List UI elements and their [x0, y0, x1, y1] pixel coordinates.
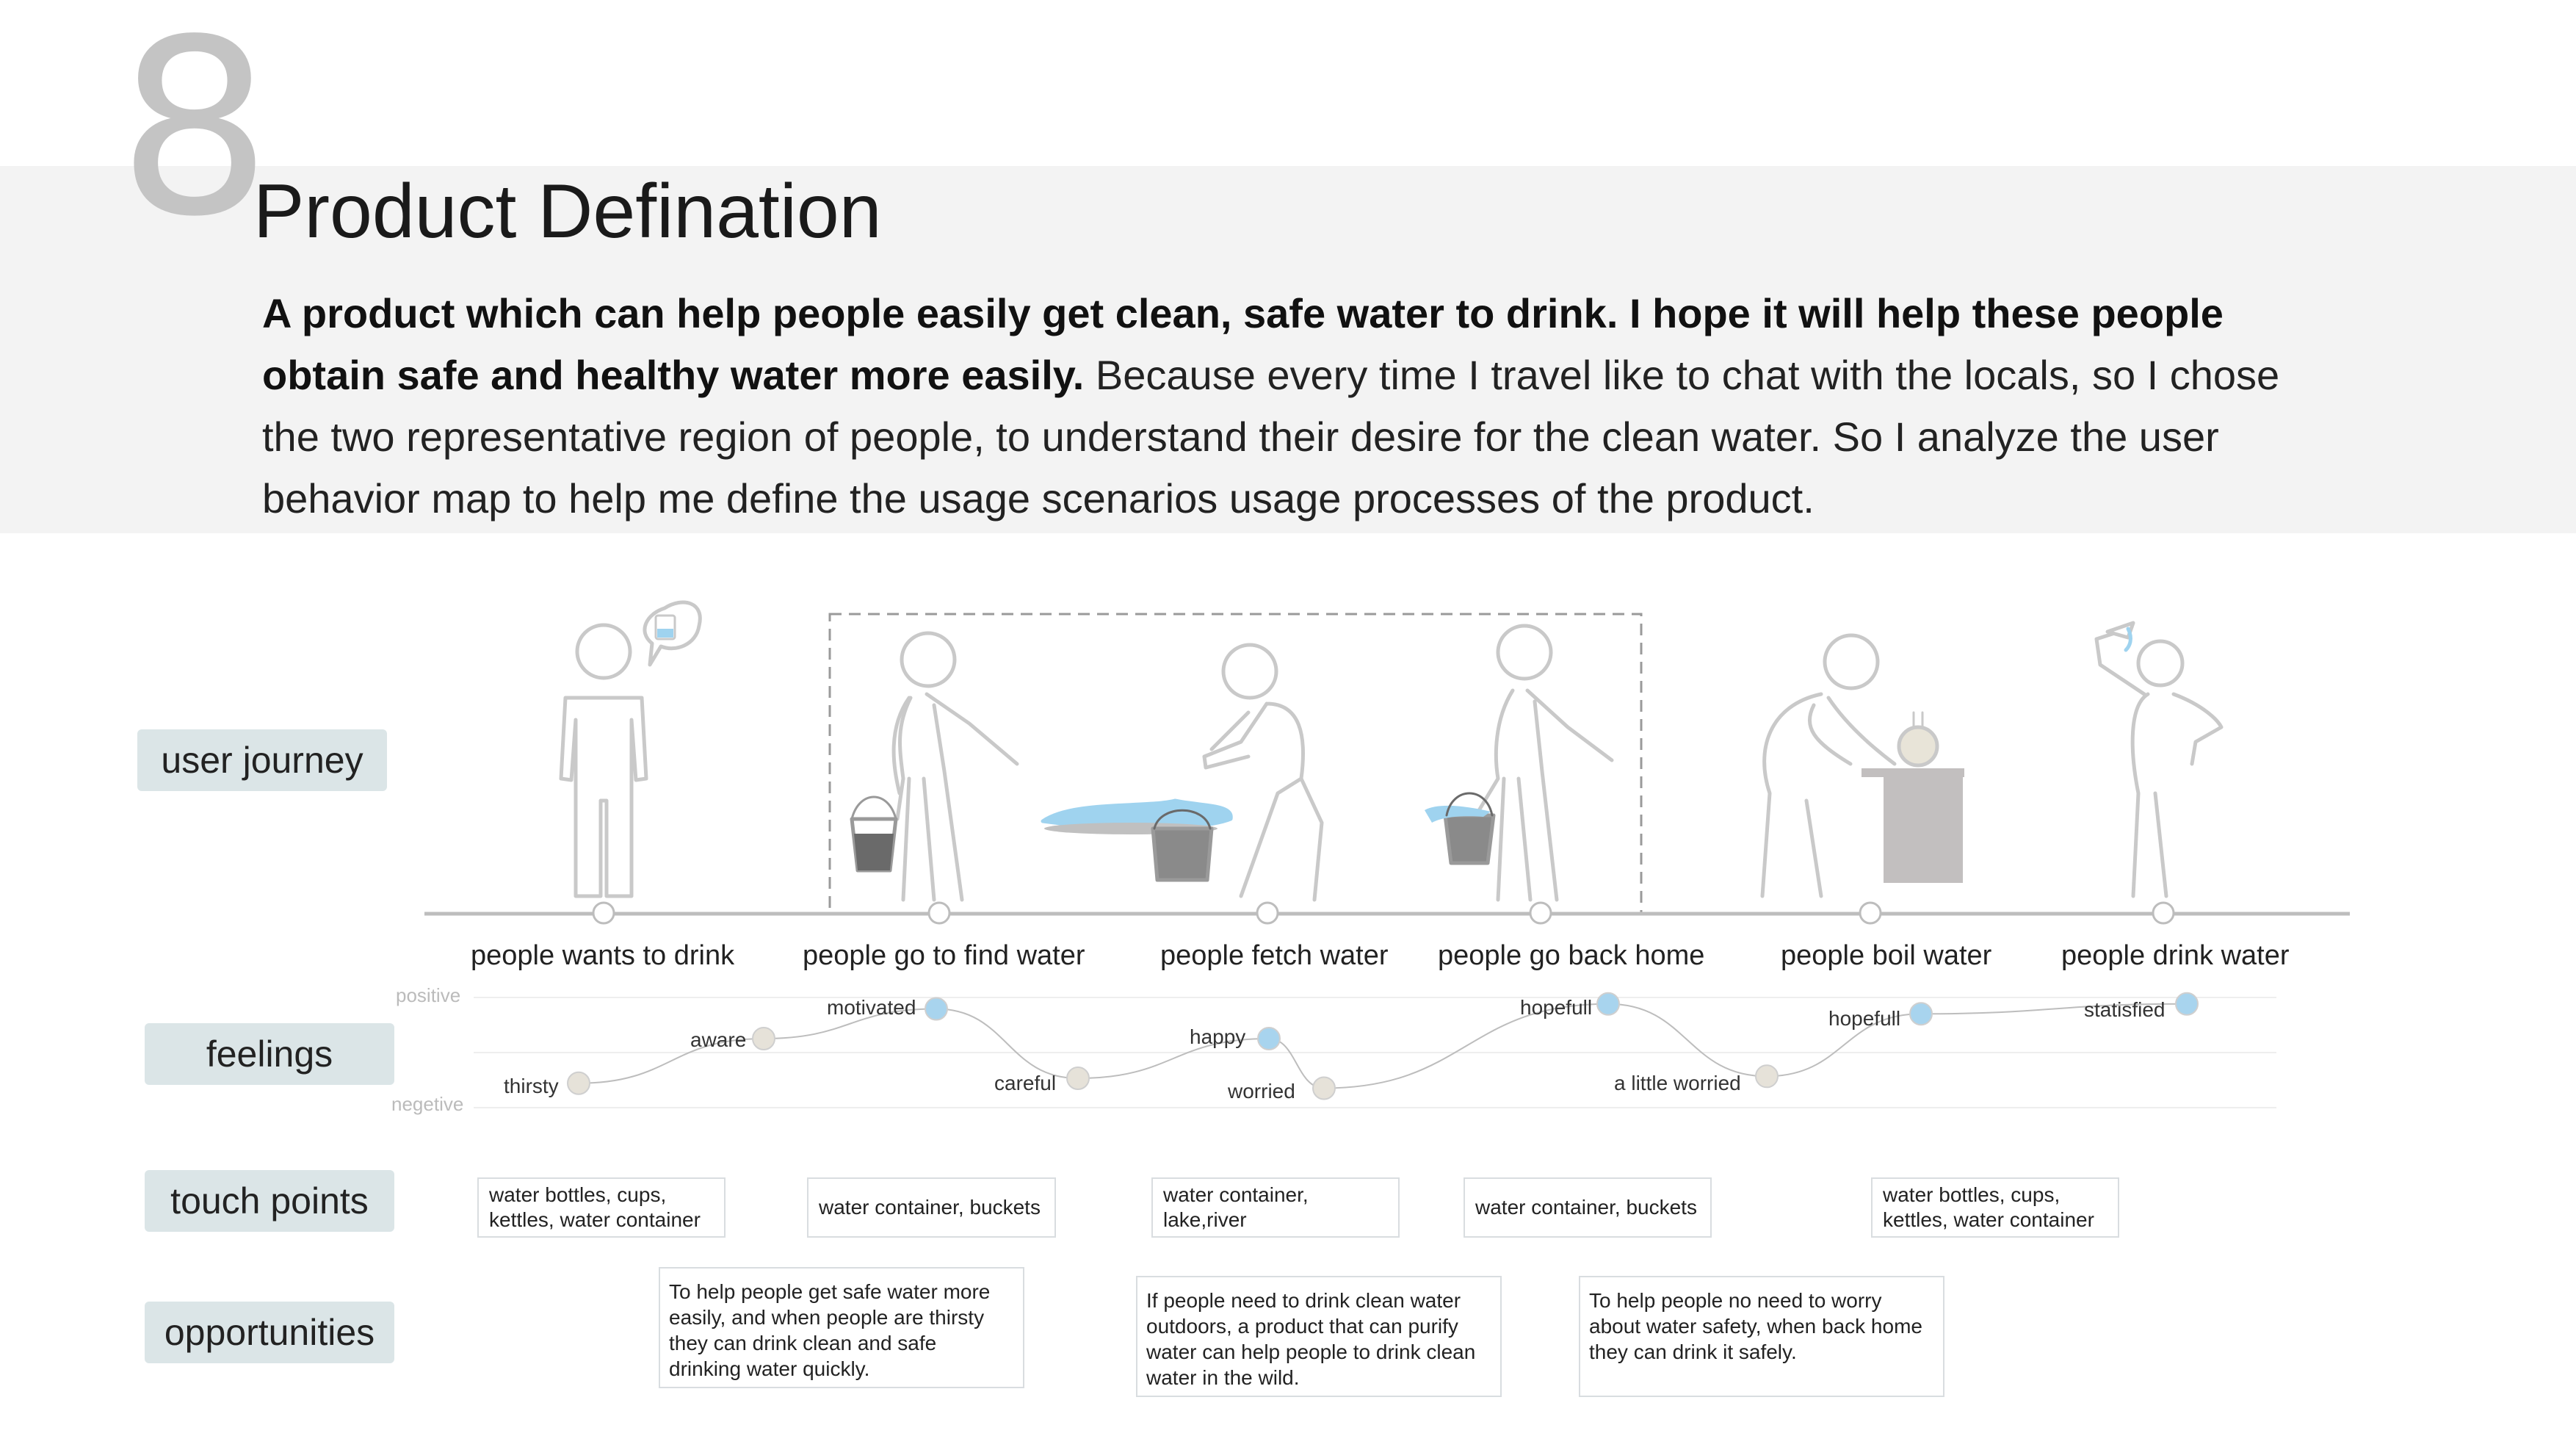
stage-label: people wants to drink — [471, 940, 735, 971]
feelings-positive-label: positive — [396, 984, 461, 1006]
timeline-node — [592, 901, 615, 925]
opportunity-card: If people need to drink clean water outd… — [1136, 1276, 1502, 1397]
section-number: 8 — [117, 0, 272, 270]
touch-point-card: water bottles, cups, kettles, water cont… — [477, 1177, 726, 1238]
intro-bold: A product which can help people easily g… — [262, 290, 2224, 398]
person-fetching-icon — [1041, 643, 1324, 902]
feeling-label: motivated — [827, 996, 916, 1019]
feelings-negative-label: negetive — [391, 1093, 464, 1115]
touch-point-card: water bottles, cups, kettles, water cont… — [1871, 1177, 2119, 1238]
stove-table — [1884, 771, 1963, 883]
stage-label: people go back home — [1438, 940, 1705, 971]
stage-label: people fetch water — [1160, 940, 1389, 971]
intro-paragraph: A product which can help people easily g… — [262, 283, 2333, 530]
feeling-label: hopefull — [1520, 996, 1593, 1019]
touch-point-card: water container, buckets — [1464, 1177, 1712, 1238]
feeling-point — [567, 1071, 590, 1095]
opportunity-card: To help people get safe water more easil… — [659, 1267, 1024, 1388]
touch-point-card: water container, buckets — [807, 1177, 1056, 1238]
timeline-node — [1859, 901, 1882, 925]
feeling-point — [1909, 1002, 1933, 1026]
timeline-node — [1256, 901, 1279, 925]
feeling-label: thirsty — [504, 1075, 559, 1097]
feelings-curve-line — [578, 1003, 2188, 1089]
stage-label: people boil water — [1781, 940, 1992, 971]
stage-label: people go to find water — [803, 940, 1085, 971]
person-standing-icon — [559, 623, 648, 898]
feeling-label: a little worried — [1614, 1072, 1741, 1094]
feeling-point — [1596, 992, 1620, 1016]
feeling-point — [1312, 1076, 1336, 1100]
page-title: Product Defination — [253, 169, 882, 254]
feeling-label: hopefull — [1828, 1007, 1901, 1030]
speech-bubble-cup-icon — [643, 600, 702, 667]
timeline-node — [2152, 901, 2175, 925]
touch-point-card: water container, lake,river — [1151, 1177, 1400, 1238]
feeling-label: happy — [1190, 1025, 1246, 1048]
feeling-point — [925, 997, 948, 1021]
feeling-point — [752, 1027, 775, 1050]
feeling-point — [2175, 992, 2199, 1016]
feeling-label: statisfied — [2084, 998, 2166, 1021]
row-label-touch-points: touch points — [145, 1170, 394, 1232]
intro-regular: Because every time I travel like to chat… — [262, 352, 2280, 522]
feeling-label: worried — [1228, 1080, 1295, 1103]
feeling-point — [1755, 1064, 1779, 1089]
feeling-point — [1257, 1027, 1281, 1050]
intro-band — [0, 166, 2576, 533]
feeling-label: careful — [994, 1072, 1057, 1094]
row-label-user-journey: user journey — [137, 729, 387, 791]
timeline-node — [927, 901, 951, 925]
feelings-curve — [567, 992, 2199, 1100]
stage-label: people drink water — [2061, 940, 2290, 971]
person-returning-icon — [1425, 624, 1614, 902]
person-drinking-icon — [2094, 621, 2224, 898]
opportunity-card: To help people no need to worry about wa… — [1579, 1276, 1944, 1397]
timeline-nodes — [592, 901, 2175, 925]
feeling-label: aware — [690, 1028, 747, 1051]
person-boiling-icon — [1760, 633, 1964, 898]
person-carrying-bucket-icon — [850, 631, 1019, 902]
timeline-node — [1529, 901, 1552, 925]
row-label-feelings: feelings — [145, 1023, 394, 1085]
row-label-opportunities: opportunities — [145, 1302, 394, 1363]
journey-group-box — [828, 613, 1643, 915]
feeling-point — [1066, 1067, 1090, 1090]
